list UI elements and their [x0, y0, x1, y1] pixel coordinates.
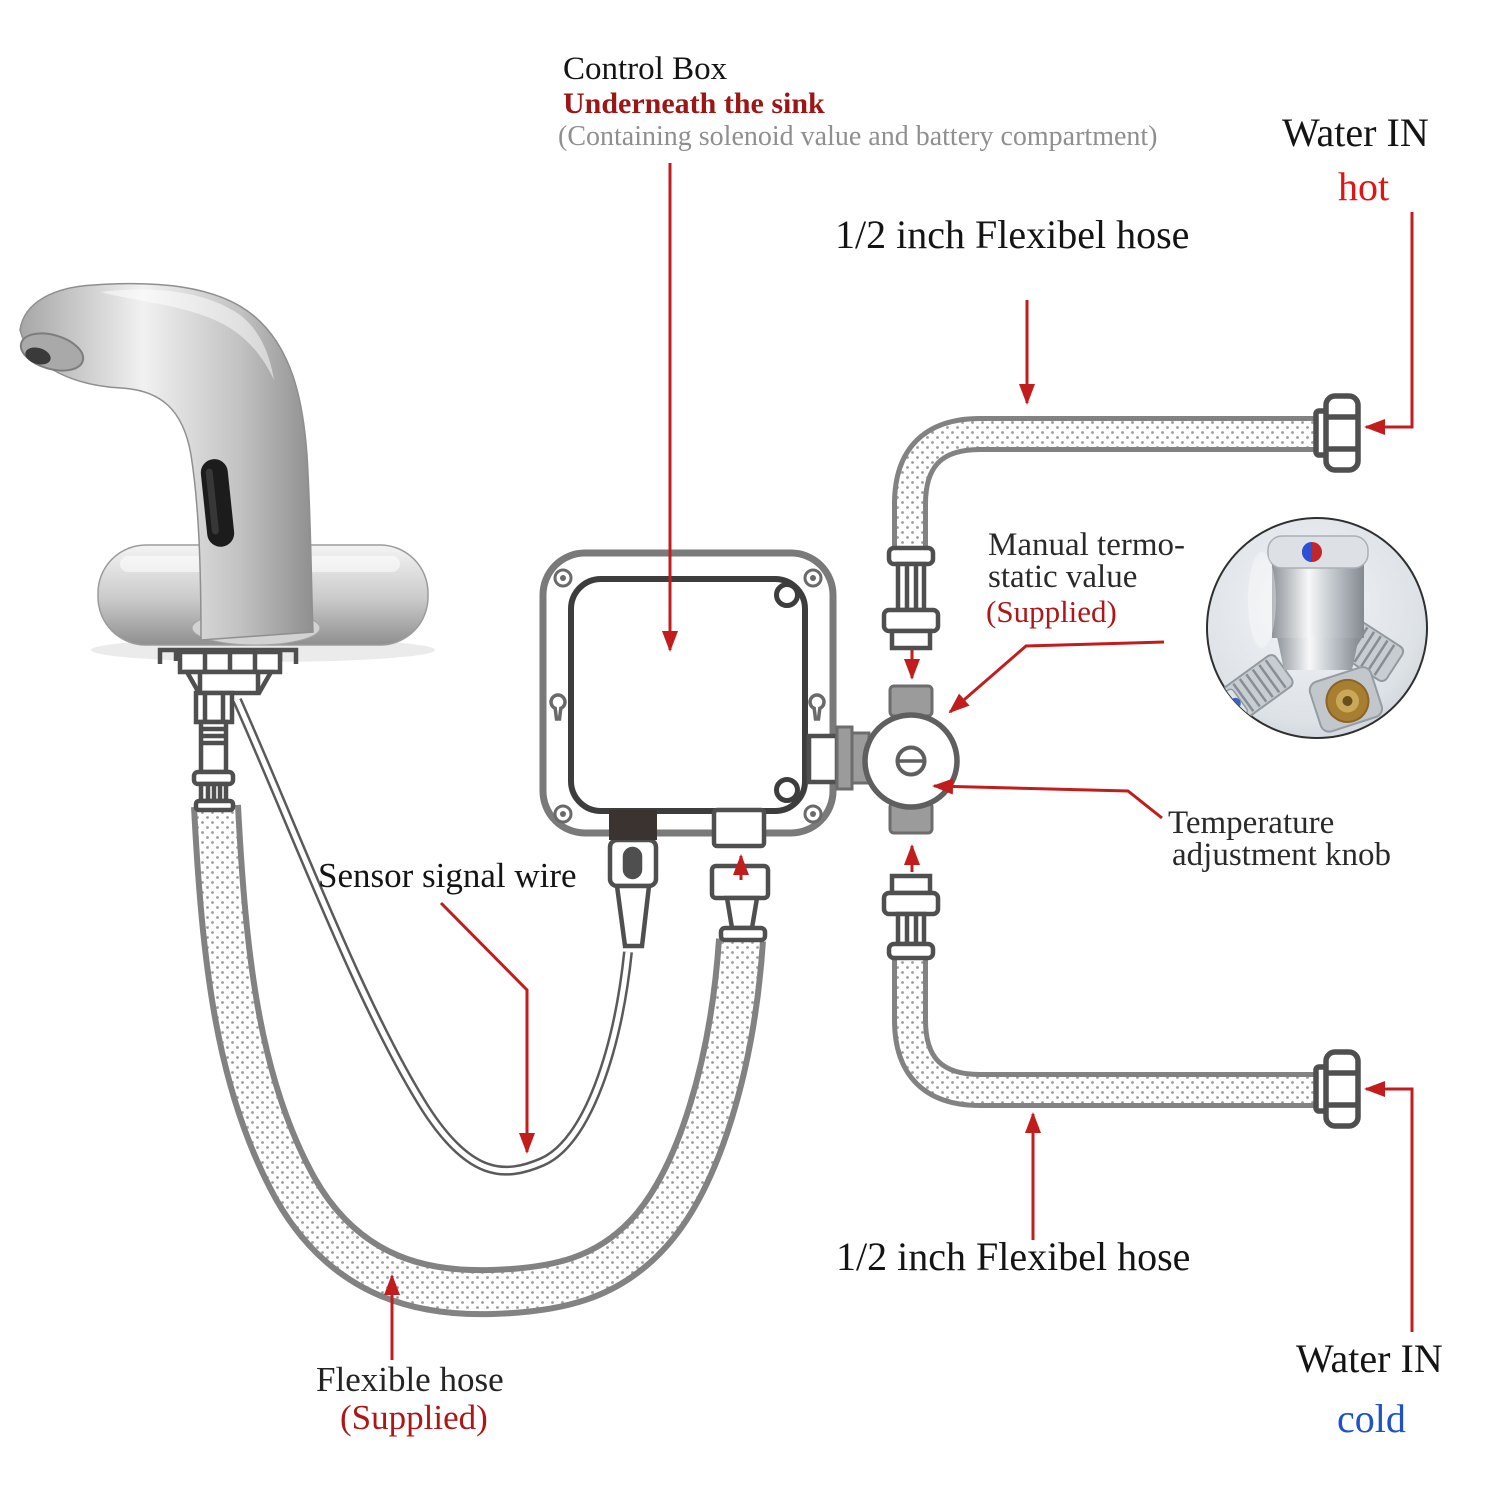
hot-hose	[881, 393, 1361, 651]
water-in-cold-temp: cold	[1337, 1396, 1406, 1441]
sensor-signal-wire	[232, 697, 633, 1176]
leader-water-cold	[1364, 1081, 1414, 1332]
thermo-label-line1: Manual termo-	[988, 527, 1186, 563]
cold-hose	[881, 873, 1361, 1129]
thermo-label-supplied: (Supplied)	[986, 594, 1117, 629]
leader-thermo-valve	[948, 640, 1165, 714]
valve-photo-inset	[1206, 517, 1428, 739]
hot-hose-left-fitting	[881, 545, 941, 651]
cold-hose-right-nut	[1313, 1049, 1361, 1129]
inset-valve-hub	[1276, 632, 1360, 670]
thermo-label-line2: static value	[988, 559, 1138, 595]
sensor-window-sheen	[205, 468, 219, 535]
under-sink-assembly	[157, 647, 771, 1318]
thermostatic-valve	[835, 684, 960, 835]
control-box-note: (Containing solenoid value and battery c…	[558, 121, 1158, 152]
sensor-port	[609, 810, 657, 840]
hot-hose-right-nut	[1313, 393, 1361, 473]
control-box	[539, 549, 840, 849]
inset-highlight	[1248, 552, 1276, 648]
water-in-hot-label: Water IN	[1282, 110, 1429, 155]
supply-hose	[191, 804, 766, 1318]
sensor-plug	[607, 837, 659, 949]
hose-port	[711, 807, 767, 849]
hose-top-label: 1/2 inch Flexibel hose	[835, 212, 1190, 257]
leader-temp-knob	[932, 778, 1163, 820]
valve-top-fitting	[888, 684, 934, 718]
flexible-hose-line1: Flexible hose	[316, 1360, 504, 1399]
control-box-subtitle: Underneath the sink	[563, 87, 825, 120]
faucet-body	[19, 282, 314, 641]
cold-hose-top-fitting	[881, 873, 941, 961]
sensor-window	[200, 459, 235, 547]
keyhole-mounts	[549, 693, 826, 721]
hose-bottom-label: 1/2 inch Flexibel hose	[836, 1234, 1191, 1279]
control-box-title: Control Box	[563, 51, 728, 87]
leader-water-hot	[1364, 212, 1414, 435]
inset-bottom-nut	[1308, 666, 1384, 733]
flexible-hose-supplied: (Supplied)	[340, 1398, 488, 1437]
water-in-hot-temp: hot	[1338, 164, 1390, 209]
sensor-wire-label: Sensor signal wire	[318, 856, 577, 895]
faucet-aerator-opening	[25, 347, 51, 365]
faucet-photo	[19, 282, 435, 662]
temp-knob-line1: Temperature	[1168, 805, 1335, 841]
corner-screws	[553, 568, 823, 824]
inset-hot-cold-dot	[1302, 542, 1322, 562]
leader-sensor-wire	[439, 901, 535, 1154]
water-in-cold-label: Water IN	[1296, 1336, 1443, 1381]
faucet-highlight	[100, 289, 274, 380]
faucet-shank	[157, 647, 299, 813]
leader-lines	[384, 163, 1414, 1360]
valve-port	[806, 733, 840, 785]
temp-knob-line2: adjustment knob	[1172, 837, 1392, 873]
